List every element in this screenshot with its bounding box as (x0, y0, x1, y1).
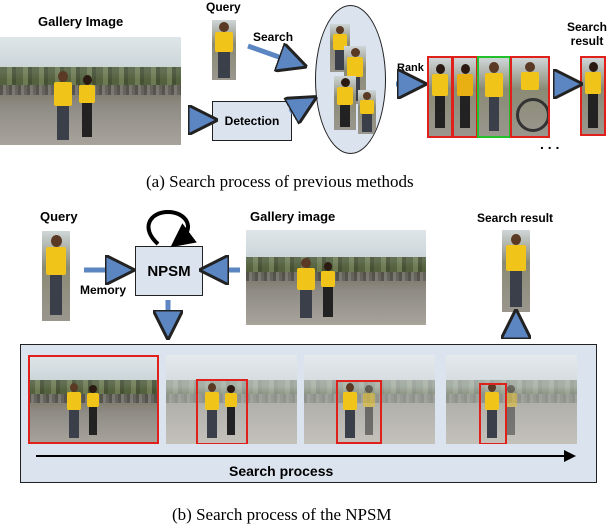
ranked-crop-2 (452, 56, 478, 138)
search-process-label: Search process (229, 463, 334, 479)
ranked-crop-1 (427, 56, 453, 138)
detection-box: Detection (212, 101, 292, 141)
person-figure (78, 75, 96, 139)
person-figure (52, 71, 74, 141)
recurrent-loop-arrow (146, 209, 197, 248)
search-label: Search (253, 30, 294, 44)
ranked-crop-4 (510, 56, 550, 138)
query-label: Query (206, 0, 241, 14)
query-label-b: Query (40, 209, 78, 224)
attention-box (196, 379, 248, 444)
search-result-text: Search result (566, 20, 608, 48)
arrow-search (247, 46, 293, 62)
gallery-image-photo (0, 37, 181, 145)
search-step-2 (166, 355, 297, 444)
search-result-label-top: Search result (564, 20, 610, 48)
search-result-label-b: Search result (477, 211, 554, 225)
search-step-1 (28, 355, 159, 444)
candidates-ellipse (315, 5, 386, 154)
arrow-detection-to-candidates (290, 104, 304, 112)
gallery-image-photo-b (246, 230, 426, 325)
rank-label: Rank (397, 62, 424, 74)
gallery-image-label-b: Gallery image (250, 209, 336, 224)
caption-a: (a) Search process of previous methods (146, 172, 414, 191)
attention-box (28, 355, 159, 444)
ellipsis: . . . (540, 136, 560, 152)
attention-box (336, 380, 382, 444)
memory-label: Memory (80, 283, 127, 297)
npsm-box: NPSM (135, 246, 203, 296)
search-result-crop-b (502, 230, 530, 312)
search-step-3 (304, 355, 435, 444)
caption-b: (b) Search process of the NPSM (172, 505, 392, 524)
detection-label: Detection (224, 114, 280, 128)
gallery-image-label: Gallery Image (38, 14, 124, 29)
search-result-crop-top (580, 56, 606, 136)
query-crop-image (212, 20, 236, 80)
search-step-4 (446, 355, 577, 444)
query-crop-b (42, 231, 70, 321)
ranked-crop-3 (477, 56, 511, 138)
npsm-label: NPSM (147, 262, 191, 280)
attention-box (479, 383, 507, 444)
candidate-crop (334, 76, 356, 130)
candidate-crop (358, 90, 376, 134)
